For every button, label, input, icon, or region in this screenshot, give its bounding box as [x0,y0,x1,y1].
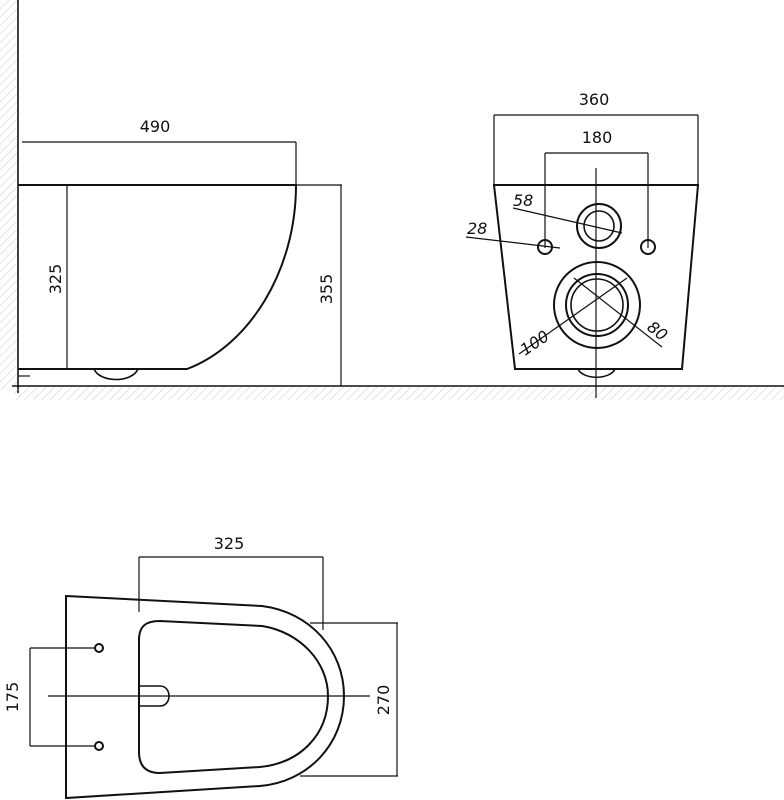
dim-top-325-label: 325 [214,534,245,553]
inlet-inner [583,210,615,242]
bowl-outline [18,184,298,370]
dim-58-leader [512,207,623,234]
dim-325-label: 325 [46,264,65,295]
top-bolt-hole-lower [94,741,104,751]
dim-180-label: 180 [582,128,613,147]
outlet-ring [565,273,629,337]
dim-58-label: 58 [513,191,533,210]
dim-28-leader [465,236,561,249]
outlet-outer [553,261,641,349]
dim-100-leader [518,277,628,355]
dim-490-label: 490 [140,117,171,136]
dim-80-leader [573,277,663,348]
dim-100-label: 100 [517,326,553,359]
bolt-hole-right [640,239,656,255]
dim-175-label: 175 [3,682,22,713]
rear-support [577,368,616,379]
bowl-support [93,368,139,381]
rear-view: 360 180 58 28 100 80 [465,90,700,398]
top-outer-outline [65,594,346,800]
dim-355-label: 355 [317,274,336,305]
dim-28-label: 28 [467,219,487,238]
floor-hatch [14,387,784,400]
outlet-inner [570,278,624,332]
dim-270-label: 270 [374,685,393,716]
side-view: 490 325 355 [0,0,784,400]
inlet-outer [576,203,622,249]
dim-360-label: 360 [579,90,610,109]
top-view: 325 175 270 [3,534,398,800]
dim-80-label: 80 [644,317,672,345]
wall-hatch [0,0,17,390]
rear-outline [492,184,700,370]
top-bolt-hole-upper [94,643,104,653]
top-inner-outline [138,619,330,775]
